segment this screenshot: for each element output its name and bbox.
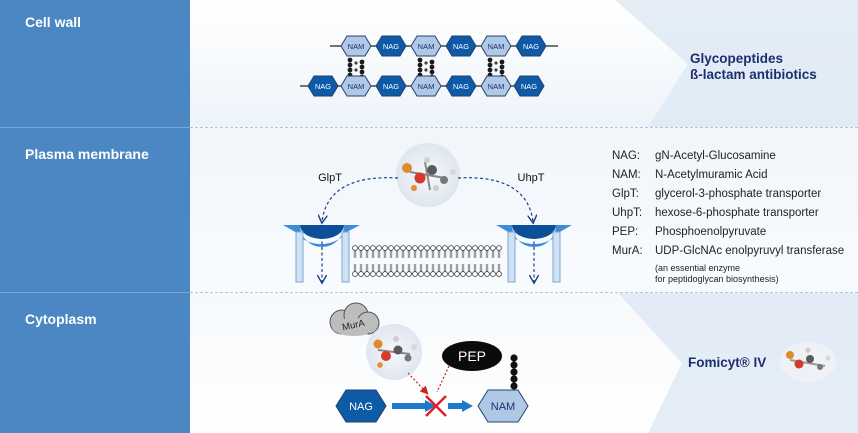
svg-text:NAG: NAG [453,82,469,91]
legend-row: NAG:gN-Acetyl-Glucosamine [612,150,776,162]
transporter-glpt [283,225,360,282]
label-glpt: GlpT [318,172,342,184]
cell-wall-bottom-row: NAG NAM NAG NAM NAG NAM NAG [307,75,545,97]
section-divider [190,127,858,128]
svg-text:NAG: NAG [521,82,537,91]
section-label-cytoplasm: Cytoplasm [25,311,97,327]
legend-row: UhpT:hexose-6-phosphate transporter [612,207,819,219]
inhibition-x-icon [425,395,447,417]
pep-node: PEP [442,341,502,371]
svg-text:NAG: NAG [349,401,373,413]
legend-row: MurA:UDP-GlcNAc enolpyruvyl transferase [612,245,845,257]
section-label-plasma-membrane: Plasma membrane [25,146,149,162]
legend-row: GlpT:glycerol-3-phosphate transporter [612,188,822,200]
legend: NAG:gN-Acetyl-Glucosamine NAM:N-Acetylmu… [612,147,844,285]
hexagon-nam-cytoplasm: NAM [477,389,529,423]
hexagon-nam: NAM [410,75,442,97]
transporter-uhpt [496,225,572,282]
section-divider [190,292,858,293]
svg-text:NAM: NAM [488,42,505,51]
hexagon-nam: NAM [480,75,512,97]
hexagon-nag-cytoplasm: NAG [335,389,387,423]
svg-text:NAM: NAM [418,42,435,51]
chevron-panel [618,293,858,433]
peptide-chain [510,354,518,390]
lipid-bilayer [352,245,502,277]
legend-row: PEP:Phosphoenolpyruvate [612,226,767,238]
transport-arrow-glpt [322,177,399,222]
legend-note: (an essential enzyme [655,263,741,273]
hexagon-nag: NAG [515,35,547,57]
sidebar-divider [0,127,190,128]
hexagon-nam: NAM [340,35,372,57]
peptide-crosslink [347,57,365,80]
svg-text:NAM: NAM [491,401,515,413]
fomicyt-label: Fomicyt® IV [688,355,767,370]
svg-text:NAG: NAG [383,42,399,51]
hexagon-nam: NAM [410,35,442,57]
mura-enzyme-cloud: MurA [329,302,380,336]
hexagon-nag: NAG [375,75,407,97]
mura-label: MurA [341,318,366,334]
beta-lactam-label: ß-lactam antibiotics [690,67,817,82]
hexagon-nam: NAM [340,75,372,97]
transport-arrow-uhpt [457,177,533,222]
hexagon-nag: NAG [445,35,477,57]
svg-text:NAM: NAM [348,82,365,91]
svg-text:NAM: NAM [348,42,365,51]
hexagon-nag: NAG [375,35,407,57]
svg-text:NAG: NAG [315,82,331,91]
svg-text:NAG: NAG [453,42,469,51]
chevron-panel [615,0,858,127]
hexagon-nag: NAG [307,75,339,97]
sidebar [0,0,190,433]
hexagon-nag: NAG [513,75,545,97]
legend-note: for peptidoglycan biosynthesis) [655,274,779,284]
svg-text:NAG: NAG [523,42,539,51]
svg-text:NAM: NAM [418,82,435,91]
svg-text:NAM: NAM [488,82,505,91]
legend-row: NAM:N-Acetylmuramic Acid [612,169,768,181]
glycopeptides-label: Glycopeptides [690,51,784,66]
fosfomycin-molecule-cytoplasm [366,324,422,380]
sidebar-divider [0,292,190,293]
section-label-cell-wall: Cell wall [25,14,82,30]
svg-text:NAG: NAG [383,82,399,91]
pep-label: PEP [458,348,486,364]
cell-wall-top-row: NAM NAG NAM NAG NAM NAG [340,35,547,57]
fomicyt-molecule [780,342,836,382]
hexagon-nam: NAM [480,35,512,57]
label-uhpt: UhpT [518,172,545,184]
fosfomycin-molecule [396,143,460,207]
hexagon-nag: NAG [445,75,477,97]
